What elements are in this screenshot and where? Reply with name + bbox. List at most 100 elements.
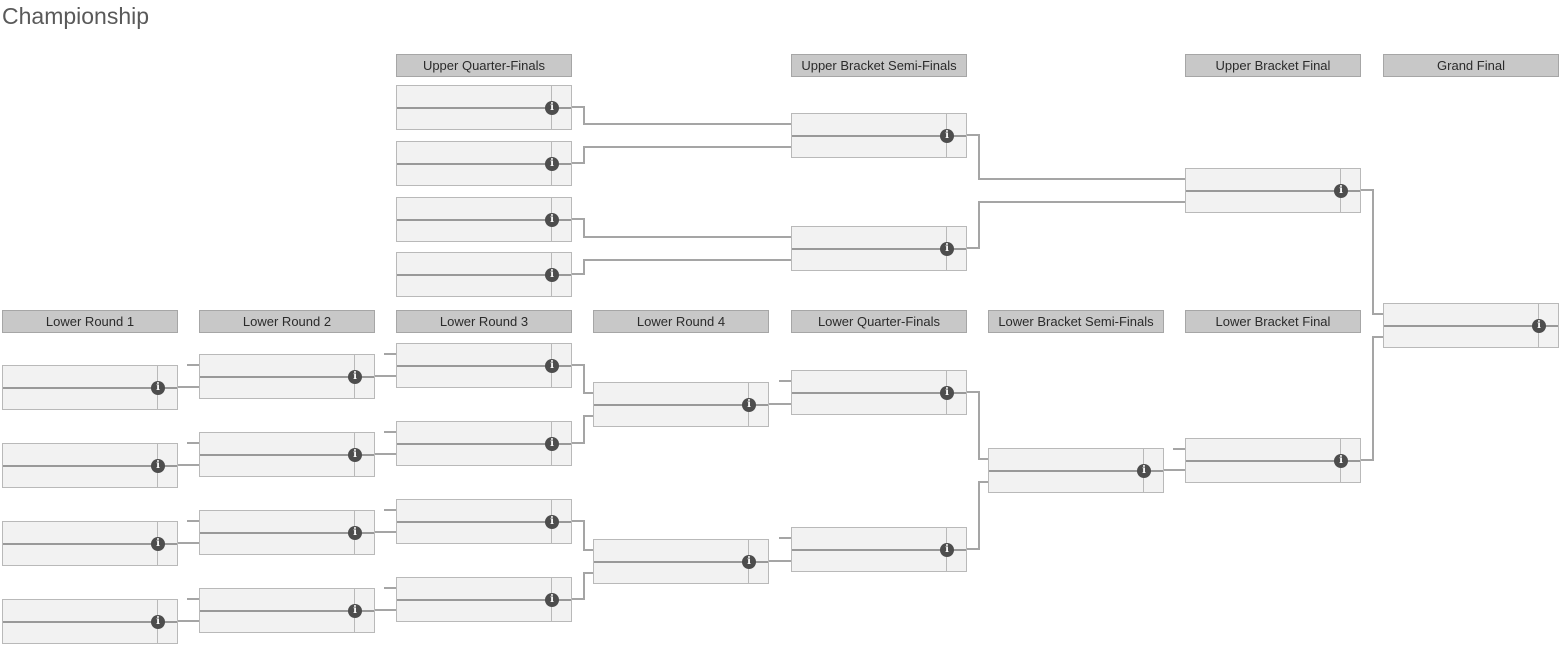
bracket-connector — [583, 364, 585, 394]
drop-in-stub — [187, 364, 199, 366]
match-u-sf-1: i — [791, 113, 967, 158]
match-l-r3-4: i — [396, 577, 572, 622]
match-divider — [792, 549, 966, 551]
bracket-connector — [978, 391, 980, 460]
info-icon[interactable]: i — [348, 370, 362, 384]
bracket-connector — [1361, 189, 1374, 191]
bracket-connector — [583, 236, 791, 238]
info-icon[interactable]: i — [1334, 184, 1348, 198]
match-divider — [397, 163, 571, 165]
match-divider — [397, 443, 571, 445]
drop-in-stub — [779, 537, 791, 539]
page-title: Championship — [2, 3, 150, 29]
info-icon[interactable]: i — [545, 593, 559, 607]
match-divider — [1186, 460, 1360, 462]
bracket-connector — [583, 572, 593, 574]
info-icon[interactable]: i — [742, 398, 756, 412]
info-icon[interactable]: i — [545, 213, 559, 227]
bracket-connector — [1361, 459, 1374, 461]
bracket-connector — [178, 464, 199, 466]
info-icon[interactable]: i — [1137, 464, 1151, 478]
bracket-connector — [178, 386, 199, 388]
bracket-connector — [572, 598, 585, 600]
round-header-l-f: Lower Bracket Final — [1185, 310, 1361, 333]
bracket-connector — [978, 178, 1185, 180]
match-l-r4-2: i — [593, 539, 769, 584]
match-l-r3-3: i — [396, 499, 572, 544]
match-l-sf-1: i — [988, 448, 1164, 493]
bracket-connector — [978, 201, 980, 249]
bracket-connector — [978, 481, 988, 483]
match-l-r3-1: i — [396, 343, 572, 388]
match-l-r2-1: i — [199, 354, 375, 399]
bracket-connector — [583, 572, 585, 600]
round-header-l-r4: Lower Round 4 — [593, 310, 769, 333]
match-divider — [397, 274, 571, 276]
info-icon[interactable]: i — [545, 101, 559, 115]
bracket-connector — [769, 560, 791, 562]
bracket-connector — [572, 442, 585, 444]
bracket-connector — [978, 458, 988, 460]
info-icon[interactable]: i — [742, 555, 756, 569]
info-icon[interactable]: i — [151, 615, 165, 629]
match-u-qf-4: i — [396, 252, 572, 297]
bracket-connector — [375, 609, 396, 611]
match-divider — [397, 599, 571, 601]
match-l-r4-1: i — [593, 382, 769, 427]
match-u-qf-2: i — [396, 141, 572, 186]
info-icon[interactable]: i — [348, 604, 362, 618]
bracket-connector — [967, 548, 980, 550]
bracket-connector — [978, 481, 980, 550]
round-header-gf: Grand Final — [1383, 54, 1559, 77]
match-u-qf-1: i — [396, 85, 572, 130]
info-icon[interactable]: i — [545, 268, 559, 282]
bracket-connector — [583, 392, 593, 394]
bracket-connector — [583, 146, 585, 164]
bracket-connector — [572, 520, 585, 522]
match-divider — [3, 387, 177, 389]
info-icon[interactable]: i — [940, 386, 954, 400]
bracket-connector — [375, 453, 396, 455]
info-icon[interactable]: i — [151, 381, 165, 395]
match-l-r1-2: i — [2, 443, 178, 488]
info-icon[interactable]: i — [545, 359, 559, 373]
round-header-l-r1: Lower Round 1 — [2, 310, 178, 333]
info-icon[interactable]: i — [940, 129, 954, 143]
drop-in-stub — [384, 587, 396, 589]
match-divider — [1186, 190, 1360, 192]
bracket-connector — [967, 134, 980, 136]
bracket-connector — [583, 415, 593, 417]
info-icon[interactable]: i — [940, 543, 954, 557]
info-icon[interactable]: i — [151, 459, 165, 473]
info-icon[interactable]: i — [545, 157, 559, 171]
bracket-connector — [572, 162, 585, 164]
match-l-r1-3: i — [2, 521, 178, 566]
match-divider — [200, 532, 374, 534]
info-icon[interactable]: i — [545, 515, 559, 529]
drop-in-stub — [187, 520, 199, 522]
bracket-connector — [375, 531, 396, 533]
bracket-connector — [967, 247, 980, 249]
match-divider — [594, 561, 768, 563]
info-icon[interactable]: i — [348, 526, 362, 540]
bracket-connector — [1372, 336, 1374, 461]
bracket-connector — [1372, 336, 1383, 338]
bracket-connector — [1372, 313, 1383, 315]
match-l-qf-2: i — [791, 527, 967, 572]
info-icon[interactable]: i — [1334, 454, 1348, 468]
bracket-connector — [1372, 189, 1374, 315]
match-divider — [792, 135, 966, 137]
info-icon[interactable]: i — [940, 242, 954, 256]
drop-in-stub — [187, 442, 199, 444]
match-divider — [200, 454, 374, 456]
bracket-connector — [583, 259, 791, 261]
match-divider — [594, 404, 768, 406]
info-icon[interactable]: i — [1532, 319, 1546, 333]
info-icon[interactable]: i — [151, 537, 165, 551]
bracket-connector — [583, 218, 585, 238]
match-divider — [3, 543, 177, 545]
info-icon[interactable]: i — [348, 448, 362, 462]
match-u-qf-3: i — [396, 197, 572, 242]
info-icon[interactable]: i — [545, 437, 559, 451]
